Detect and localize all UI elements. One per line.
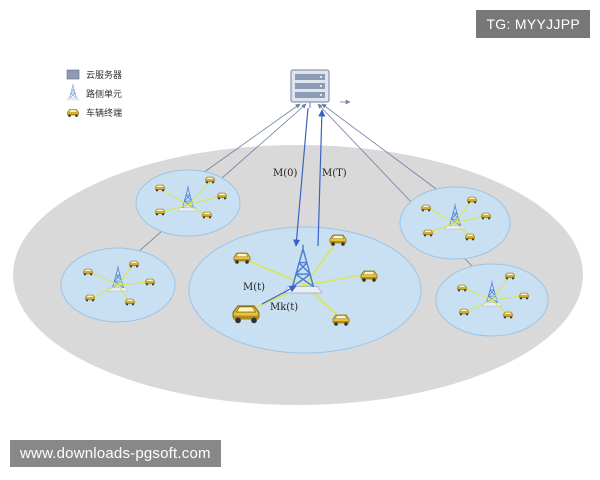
cell-center	[188, 226, 422, 354]
vehicle-legend-icon	[67, 109, 79, 118]
label-m-zero: M(0)	[273, 168, 298, 179]
label-m-t: M(t)	[243, 282, 265, 293]
legend-roadside-unit: 路侧单元	[86, 88, 122, 100]
cloud-server-icon	[290, 69, 330, 108]
legend: 云服务器 路侧单元 车辆终端	[66, 69, 122, 119]
legend-cloud-server: 云服务器	[86, 69, 122, 81]
vehicle-upload-arrow	[261, 285, 297, 305]
label-m-T: M(T)	[322, 168, 347, 179]
watermark-bottom: www.downloads-pgsoft.com	[10, 440, 221, 467]
cloud-server-legend-icon	[66, 69, 80, 80]
central-links	[292, 107, 326, 247]
cell-left	[60, 247, 176, 323]
legend-vehicle-terminal: 车辆终端	[86, 107, 122, 119]
label-m-k-t: Mk(t)	[270, 302, 298, 313]
cell-right-bottom	[435, 263, 549, 337]
watermark-top: TG: MYYJJPP	[476, 10, 590, 38]
cell-right-top	[399, 186, 511, 260]
cell-top-left	[135, 169, 241, 237]
roadside-unit-legend-icon	[66, 83, 80, 101]
